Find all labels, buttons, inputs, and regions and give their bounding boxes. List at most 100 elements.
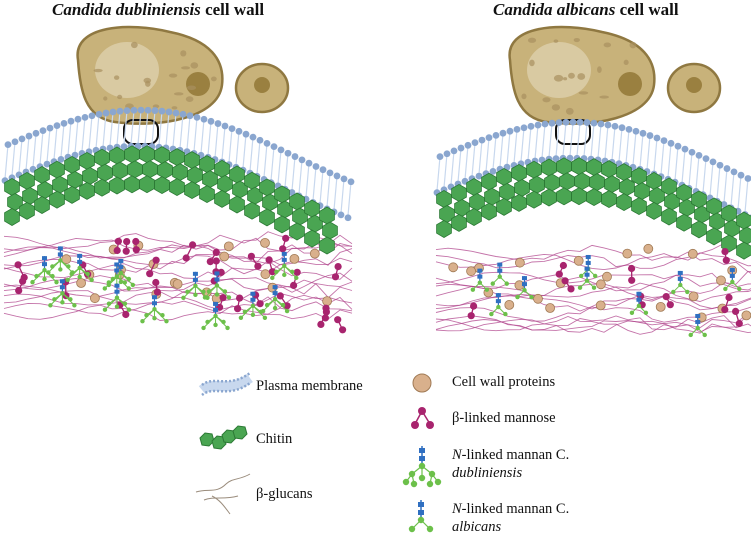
mannose-unit [122,247,130,255]
lipid-tail [443,153,448,188]
chitin-unit [127,160,143,179]
lipid-tail [305,163,310,198]
organelle [599,95,610,99]
mannose-unit [283,302,291,310]
mannose-unit [114,237,122,245]
chitin-unit [721,234,737,253]
lipid-tail [39,130,44,165]
organelle [527,37,537,43]
lipid-tail [597,123,602,158]
n-linked-mannan-albicans-icon [408,500,434,533]
mannan-branch [193,292,198,298]
cell-wall-protein [643,243,654,254]
mannan-branch [226,295,232,300]
lipid-head [436,153,444,161]
lipid-tail [214,123,219,158]
chitin-unit [589,173,605,192]
lipid-head [562,118,570,126]
mannose-unit [470,302,478,310]
lipid-head [298,156,306,164]
chitin-unit [739,226,751,245]
organelle [130,41,138,49]
organelle [573,37,580,43]
mannan-branch [270,275,275,281]
mannan-link [204,285,218,298]
lipid-tail [569,122,574,157]
cell-wall-protein [596,279,606,290]
mannose-unit [132,237,140,246]
glucan-fiber [435,243,751,261]
chitin-unit [466,208,482,226]
lipid-tail [249,137,254,172]
lipid-tail [158,111,163,146]
lipid-head [186,112,194,120]
mannan-branch [260,308,266,314]
mannan-link [216,285,230,298]
lipid-head [646,132,654,139]
lipid-head [730,168,738,176]
chitin-unit [79,151,95,170]
mannan-core [729,267,735,272]
mannan-branch [671,289,676,295]
cell-wall-protein [322,296,333,307]
cell-wall-protein [260,269,271,280]
lipid-head [326,169,334,177]
organelle [185,96,194,102]
mannan-core [585,254,591,259]
chitin-unit [154,176,170,195]
organelle [171,106,178,110]
chitin-unit [571,157,587,176]
mannan-core [584,272,590,277]
lipid-head [625,125,633,133]
mannose-unit [152,278,160,287]
mannose-unit [212,257,220,265]
mannose-unit [666,301,674,309]
lipid-head [720,201,728,208]
cell-wall-protein [602,271,612,282]
chitin-icon [199,425,248,450]
lipid-head [695,151,703,159]
mannan-branch [181,295,186,301]
lipid-tail [737,175,742,210]
chitin-unit [481,202,497,221]
mannan-core [477,268,483,273]
lipid-head [475,172,483,180]
lipid-head [57,155,65,163]
lipid-tail [88,115,93,150]
chitin-unit [304,199,320,218]
cell-wall-protein [219,251,230,262]
mannan-link [50,292,63,306]
chitin-unit [559,172,575,191]
lipid-tail [709,161,714,196]
chitin-unit [661,177,677,196]
lipid-head [228,125,236,132]
chitin-unit [601,160,617,179]
lipid-head [46,124,54,132]
lipid-head [88,112,96,120]
lipid-tail [618,127,623,162]
cell-wall-protein [741,310,751,321]
mannan-branch [294,275,299,281]
title-dubliniensis: Candida dubliniensis cell wall [52,0,265,19]
lipid-head [569,118,577,126]
lipid-tail [46,128,51,163]
lipid-head [548,119,556,127]
yeast-cell [76,25,290,125]
lipid-head [702,155,710,163]
mannan-branch [685,289,690,295]
mannan-core [636,297,642,302]
mannan-link [60,260,73,273]
chitin-unit [214,189,230,208]
mannan-core [151,295,157,300]
chitin-unit [274,185,290,204]
lipid-head [32,129,40,137]
mannose-unit [132,246,140,254]
mannan-branch [503,311,508,317]
chitin-unit [736,241,751,260]
lipid-tail [347,181,352,216]
glucan-fiber [3,304,353,321]
mannan-core [213,307,219,312]
mannan-core [272,291,278,296]
organelle [597,66,602,74]
lipid-tail [4,144,9,179]
